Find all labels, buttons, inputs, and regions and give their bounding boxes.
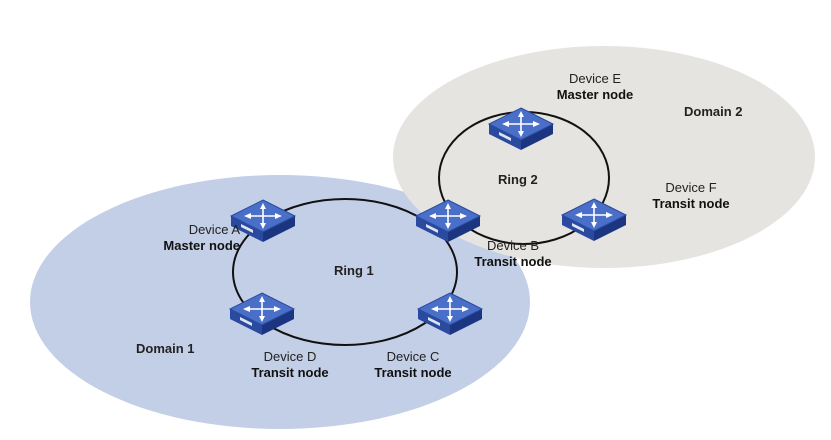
device-d-label: Device D Transit node bbox=[251, 349, 328, 381]
device-e-name: Device E bbox=[568, 71, 622, 86]
device-f-name: Device F bbox=[665, 180, 717, 195]
device-f-role: Transit node bbox=[652, 196, 730, 211]
device-c-role: Transit node bbox=[374, 365, 452, 380]
device-d-role: Transit node bbox=[251, 365, 329, 380]
device-a-label: Device A Master node bbox=[140, 222, 240, 254]
device-b-label: Device B Transit node bbox=[474, 238, 551, 270]
device-d-name: Device D bbox=[263, 349, 317, 364]
device-b-name: Device B bbox=[486, 238, 540, 253]
device-f-label: Device F Transit node bbox=[652, 180, 729, 212]
device-e-label: Device E Master node bbox=[557, 71, 634, 103]
ring-2-label: Ring 2 bbox=[498, 172, 538, 187]
device-c-name: Device C bbox=[386, 349, 440, 364]
ring-1-label: Ring 1 bbox=[334, 263, 374, 278]
ring-1 bbox=[232, 198, 458, 346]
device-b-role: Transit node bbox=[474, 254, 552, 269]
domain-2-label: Domain 2 bbox=[684, 104, 743, 119]
device-a-role: Master node bbox=[163, 238, 240, 253]
device-c-label: Device C Transit node bbox=[374, 349, 451, 381]
device-e-role: Master node bbox=[556, 87, 634, 102]
device-a-name: Device A bbox=[188, 222, 240, 237]
domain-1-label: Domain 1 bbox=[136, 341, 195, 356]
